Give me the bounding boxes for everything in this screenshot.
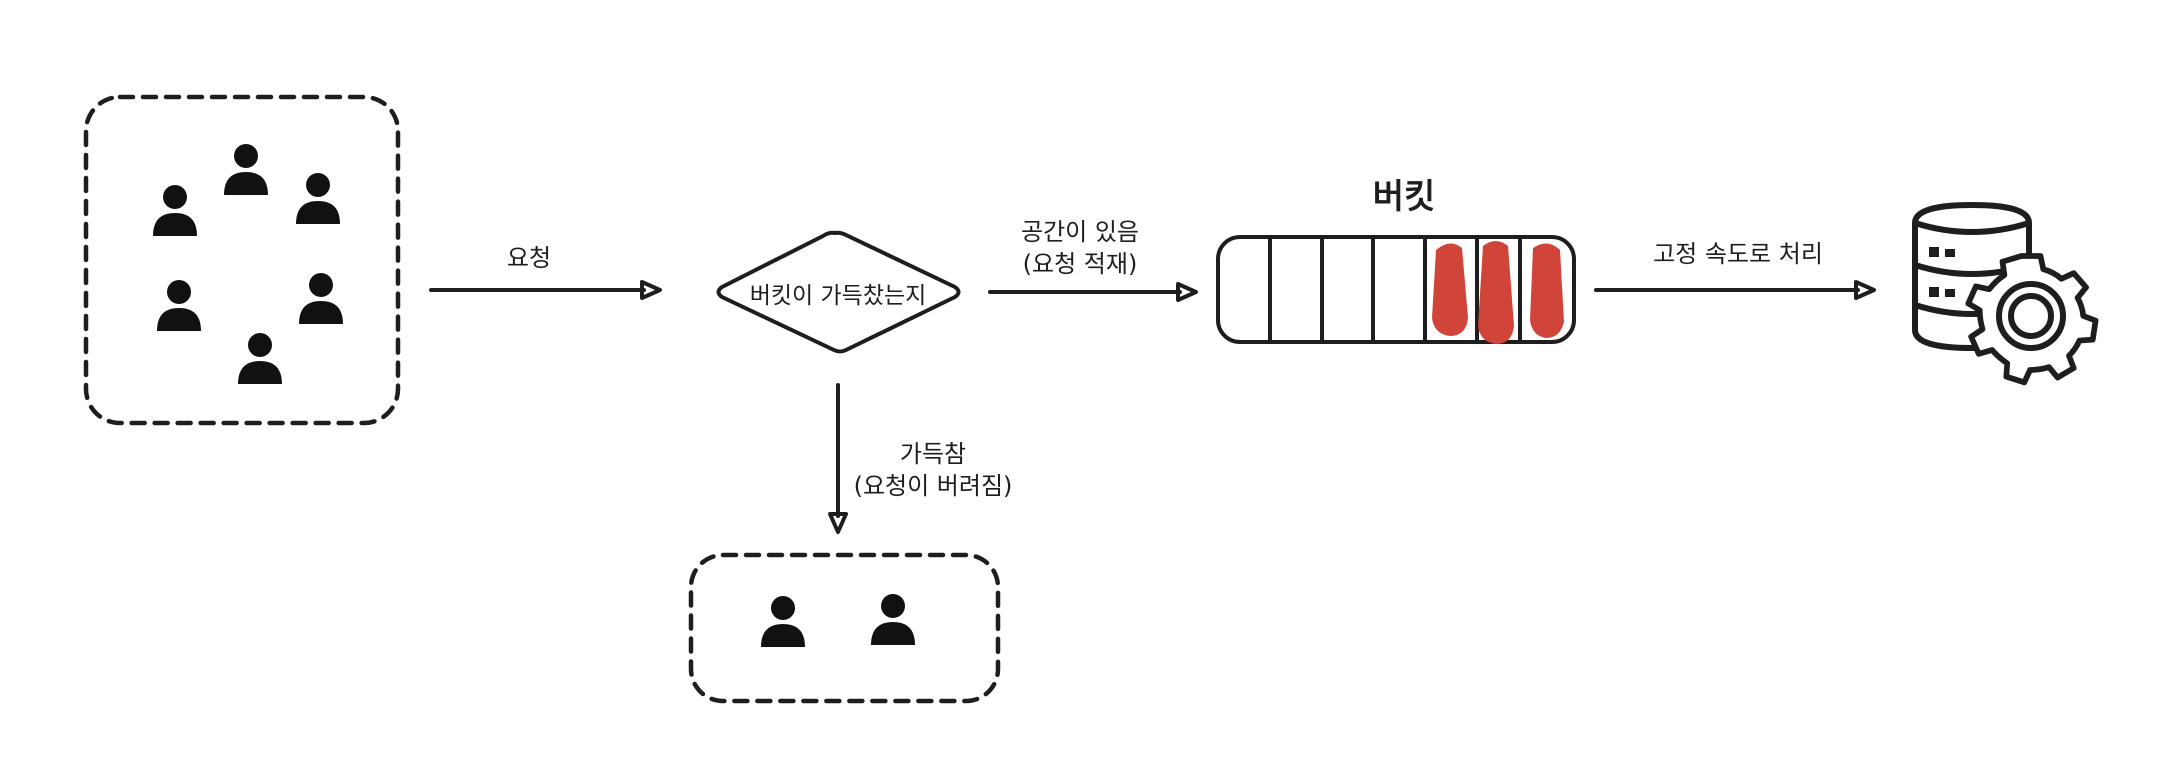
decision-diamond — [716, 230, 961, 354]
user-icon — [299, 273, 343, 324]
dropped-dashed-box — [688, 552, 1001, 704]
queued-request — [1432, 243, 1468, 336]
bucket-queued-requests — [1432, 241, 1564, 344]
dropped-requests-group — [688, 552, 1001, 704]
bucket-title: 버킷 — [1373, 177, 1436, 217]
full-arrow — [828, 383, 848, 534]
bucket — [1216, 235, 1576, 344]
request-label: 요청 — [507, 244, 551, 272]
user-icon — [238, 333, 282, 384]
request-arrow — [429, 280, 662, 300]
bucket-body — [1216, 235, 1576, 344]
user-icon — [761, 596, 805, 647]
bucket-slot-dividers — [1268, 237, 1522, 342]
decision-label: 버킷이 가득찼는지 — [750, 283, 927, 309]
queued-request — [1530, 243, 1564, 338]
user-icon — [224, 144, 268, 195]
full-label-line2: (요청이 버려짐) — [854, 472, 1013, 500]
space-available-arrow — [988, 282, 1198, 302]
user-icon — [157, 280, 201, 331]
space-available-label-line2: (요청 적재) — [1023, 250, 1138, 278]
clients-group — [83, 94, 401, 426]
queued-request — [1478, 241, 1514, 344]
user-icon — [871, 594, 915, 645]
user-icon — [296, 173, 340, 224]
clients-dashed-box — [83, 94, 401, 426]
fixed-rate-arrow — [1594, 280, 1876, 300]
user-icon — [153, 185, 197, 236]
database-gear-icon — [1912, 201, 2099, 386]
full-label-line1: 가득참 — [900, 440, 966, 468]
fixed-rate-label: 고정 속도로 처리 — [1653, 240, 1823, 268]
decision-node: 버킷이 가득찼는지 — [716, 230, 961, 354]
space-available-label-line1: 공간이 있음 — [1021, 218, 1139, 246]
